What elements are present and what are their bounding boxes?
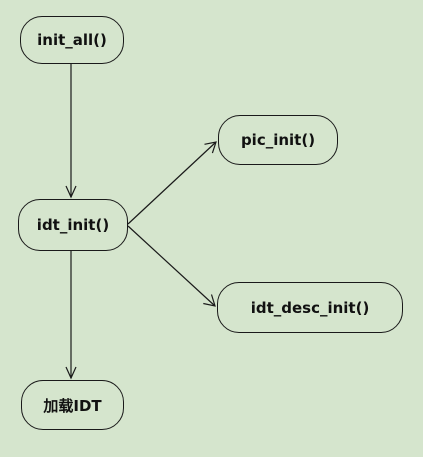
node-init-all-label: init_all(): [37, 31, 107, 49]
edge-idt-init-to-pic-init: [127, 141, 217, 225]
node-pic-init-label: pic_init(): [240, 131, 316, 149]
node-pic-init[interactable]: pic_init(): [218, 115, 338, 165]
node-idt-init[interactable]: idt_init(): [18, 199, 128, 251]
node-idt-init-label: idt_init(): [36, 216, 110, 234]
node-idt-desc-init[interactable]: idt_desc_init(): [217, 282, 403, 333]
edge-idt-init-to-load-idt: [65, 251, 77, 380]
edge-init-all-to-idt-init: [65, 64, 77, 199]
node-idt-desc-init-label: idt_desc_init(): [250, 298, 370, 317]
edge-idt-init-to-idt-desc-init: [127, 225, 216, 307]
node-load-idt[interactable]: 加载IDT: [21, 380, 124, 430]
node-init-all[interactable]: init_all(): [20, 16, 124, 64]
node-load-idt-label: 加载IDT: [43, 396, 102, 415]
